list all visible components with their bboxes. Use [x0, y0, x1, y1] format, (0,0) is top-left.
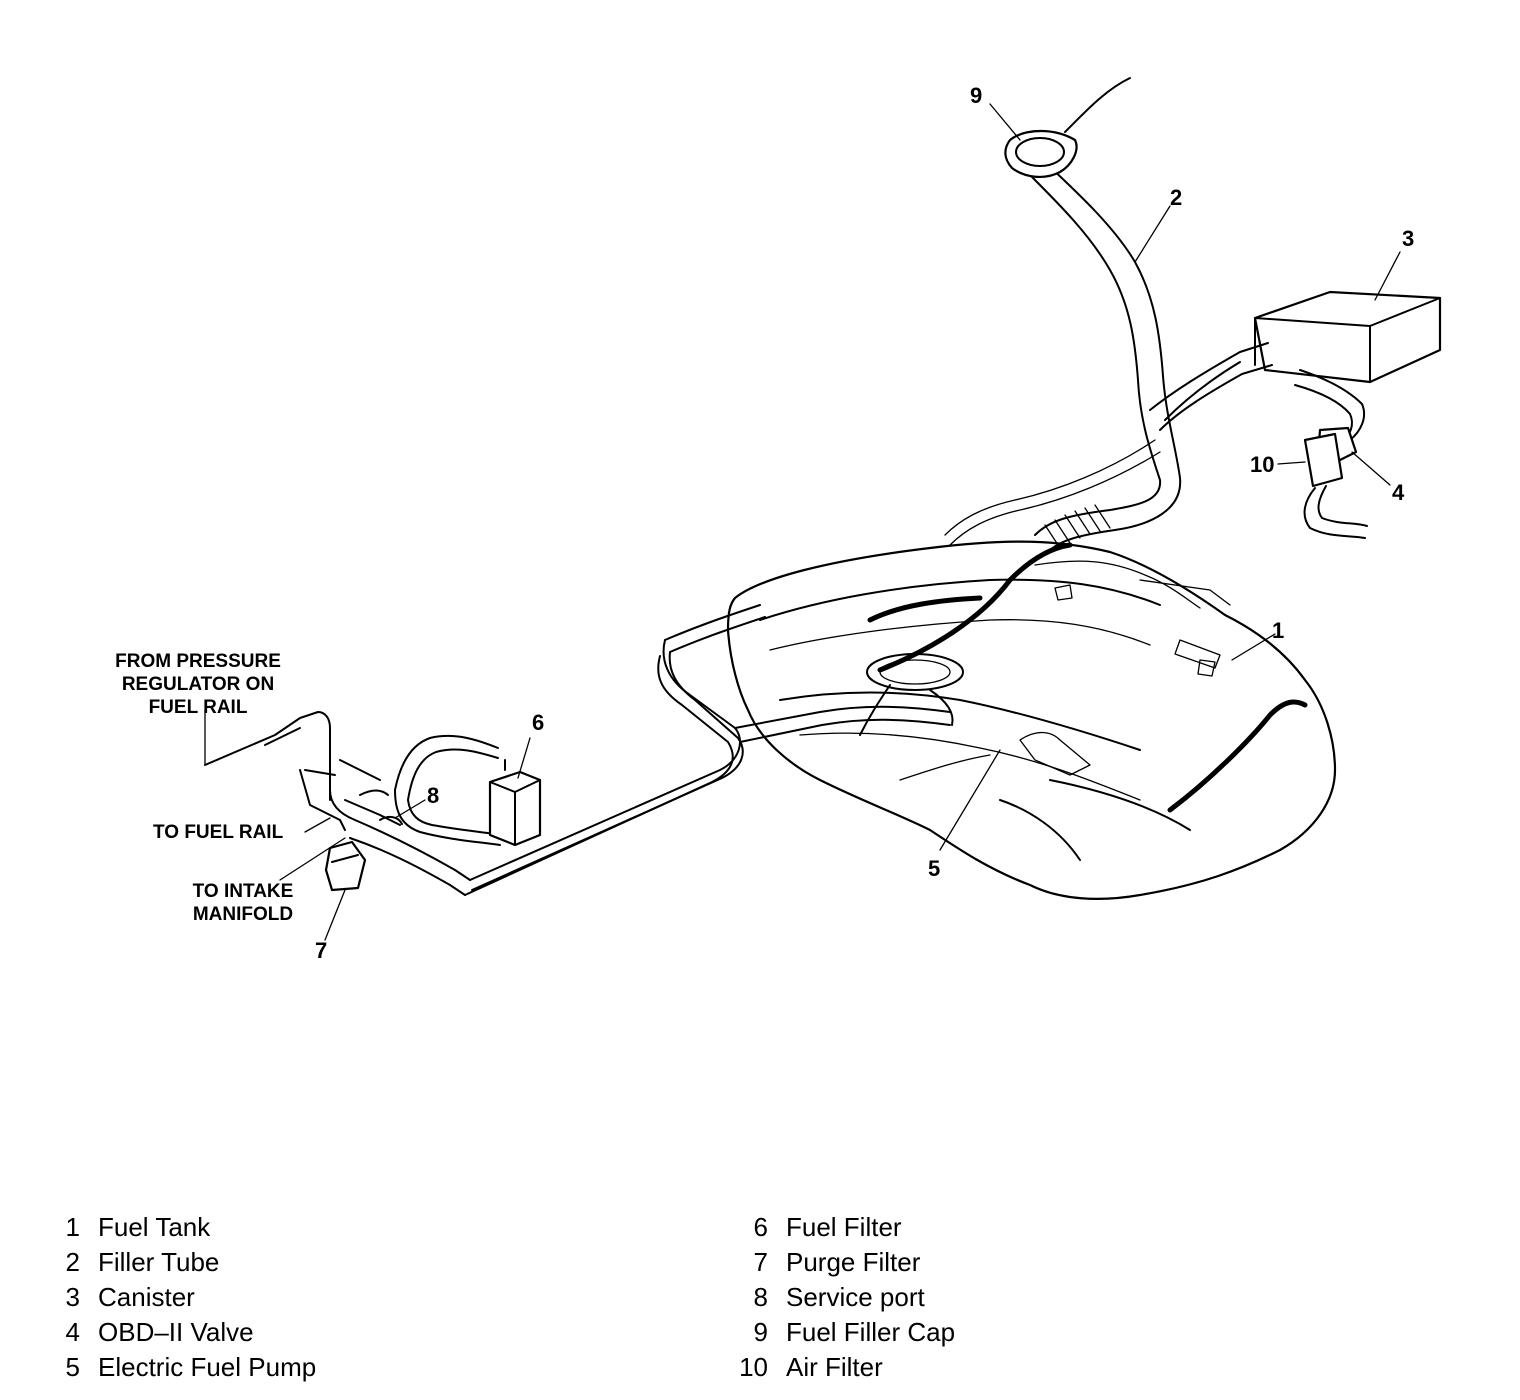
legend-item: 3 Canister	[30, 1280, 316, 1315]
legend-item: 1 Fuel Tank	[30, 1210, 316, 1245]
legend-item: 10 Air Filter	[718, 1350, 955, 1385]
callout-6: 6	[532, 710, 544, 735]
fuel-filter	[488, 759, 542, 847]
legend-label: Purge Filter	[786, 1247, 921, 1277]
legend-column-left: 1 Fuel Tank 2 Filler Tube 3 Canister 4 OBD–I…	[30, 1210, 317, 1385]
legend-label: Fuel Filler Cap	[786, 1317, 956, 1347]
pressure-regulator-label-line-2: REGULATOR ON	[122, 674, 274, 695]
callout-10: 10	[1250, 452, 1274, 477]
air-filter	[1303, 432, 1368, 539]
pressure-regulator-label-line-1: FROM PRESSURE	[115, 651, 281, 672]
legend-item: 9 Fuel Filler Cap	[718, 1315, 956, 1350]
legend-label: Canister	[98, 1282, 195, 1312]
legend-item: 4 OBD–II Valve	[30, 1315, 316, 1350]
legend-item: 5 Electric Fuel Pump	[30, 1350, 317, 1385]
canister	[1239, 290, 1442, 384]
filler-tube	[1029, 164, 1182, 553]
legend-label: Fuel Tank	[98, 1212, 211, 1242]
callout-9: 9	[970, 83, 982, 108]
legend-label: Air Filter	[786, 1352, 883, 1382]
legend-number: 4	[65, 1317, 80, 1347]
purge-filter	[324, 840, 367, 892]
to-intake-manifold-label: TO INTAKE MANIFOLD	[193, 881, 294, 925]
legend-label: Service port	[786, 1282, 925, 1312]
legend-number: 8	[753, 1282, 768, 1312]
leader-lines	[204, 103, 1401, 941]
callout-8: 8	[427, 783, 439, 808]
pressure-regulator-label: FROM PRESSURE REGULATOR ON FUEL RAIL	[115, 651, 281, 718]
callout-7: 7	[315, 938, 327, 963]
legend-number: 6	[753, 1212, 768, 1242]
front-lines	[204, 711, 503, 896]
legend-number: 5	[65, 1352, 80, 1382]
legend-label: Electric Fuel Pump	[98, 1352, 317, 1382]
callout-2: 2	[1170, 185, 1182, 210]
legend-number: 9	[753, 1317, 768, 1347]
fuel-lines	[464, 604, 951, 896]
pressure-regulator-label-line-3: FUEL RAIL	[149, 697, 248, 718]
to-intake-manifold-label-line-2: MANIFOLD	[193, 904, 293, 925]
bracket	[299, 769, 346, 831]
legend-number: 1	[65, 1212, 80, 1242]
to-fuel-rail-label: TO FUEL RAIL	[153, 822, 284, 843]
to-intake-manifold-label-line-1: TO INTAKE	[193, 881, 294, 902]
legend-number: 7	[753, 1247, 768, 1277]
callout-4: 4	[1392, 480, 1405, 505]
legend-number: 2	[65, 1247, 80, 1277]
vapor-lines	[944, 351, 1243, 609]
legend-item: 2 Filler Tube	[30, 1245, 316, 1280]
service-port	[359, 789, 403, 825]
legend-item: 6 Fuel Filter	[718, 1210, 955, 1245]
legend-label: Fuel Filter	[786, 1212, 902, 1242]
callout-5: 5	[928, 856, 940, 881]
fuel-filler-cap	[1004, 77, 1131, 178]
fuel-tank	[726, 540, 1337, 900]
legend-label: Filler Tube	[98, 1247, 220, 1277]
callout-1: 1	[1272, 618, 1284, 643]
callout-3: 3	[1402, 226, 1414, 251]
legend-item: 8 Service port	[718, 1280, 955, 1315]
legend-number: 3	[65, 1282, 80, 1312]
legend-label: OBD–II Valve	[98, 1317, 254, 1347]
parts-legend: 1 Fuel Tank 2 Filler Tube 3 Canister 4 OBD–I…	[0, 1210, 1520, 1390]
legend-item: 7 Purge Filter	[718, 1245, 955, 1280]
legend-number: 10	[739, 1352, 768, 1382]
legend-column-right: 6 Fuel Filter 7 Purge Filter 8 Service port…	[718, 1210, 955, 1385]
